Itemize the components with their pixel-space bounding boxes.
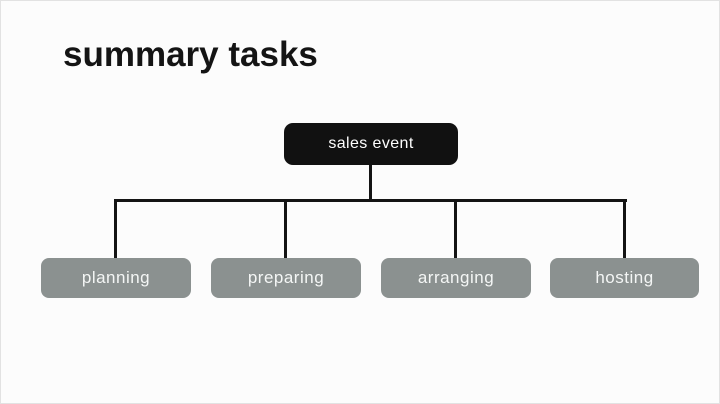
- page-title: summary tasks: [63, 35, 318, 74]
- child-node-hosting: hosting: [550, 258, 699, 298]
- connector-drop-hosting: [623, 201, 626, 258]
- child-node-arranging: arranging: [381, 258, 531, 298]
- connector-drop-planning: [114, 201, 117, 258]
- connector-horizontal-bar: [114, 199, 627, 202]
- root-node-sales-event: sales event: [284, 123, 458, 165]
- connector-drop-preparing: [284, 201, 287, 258]
- child-node-planning: planning: [41, 258, 191, 298]
- connector-root-stem: [369, 164, 372, 201]
- child-node-preparing: preparing: [211, 258, 361, 298]
- connector-drop-arranging: [454, 201, 457, 258]
